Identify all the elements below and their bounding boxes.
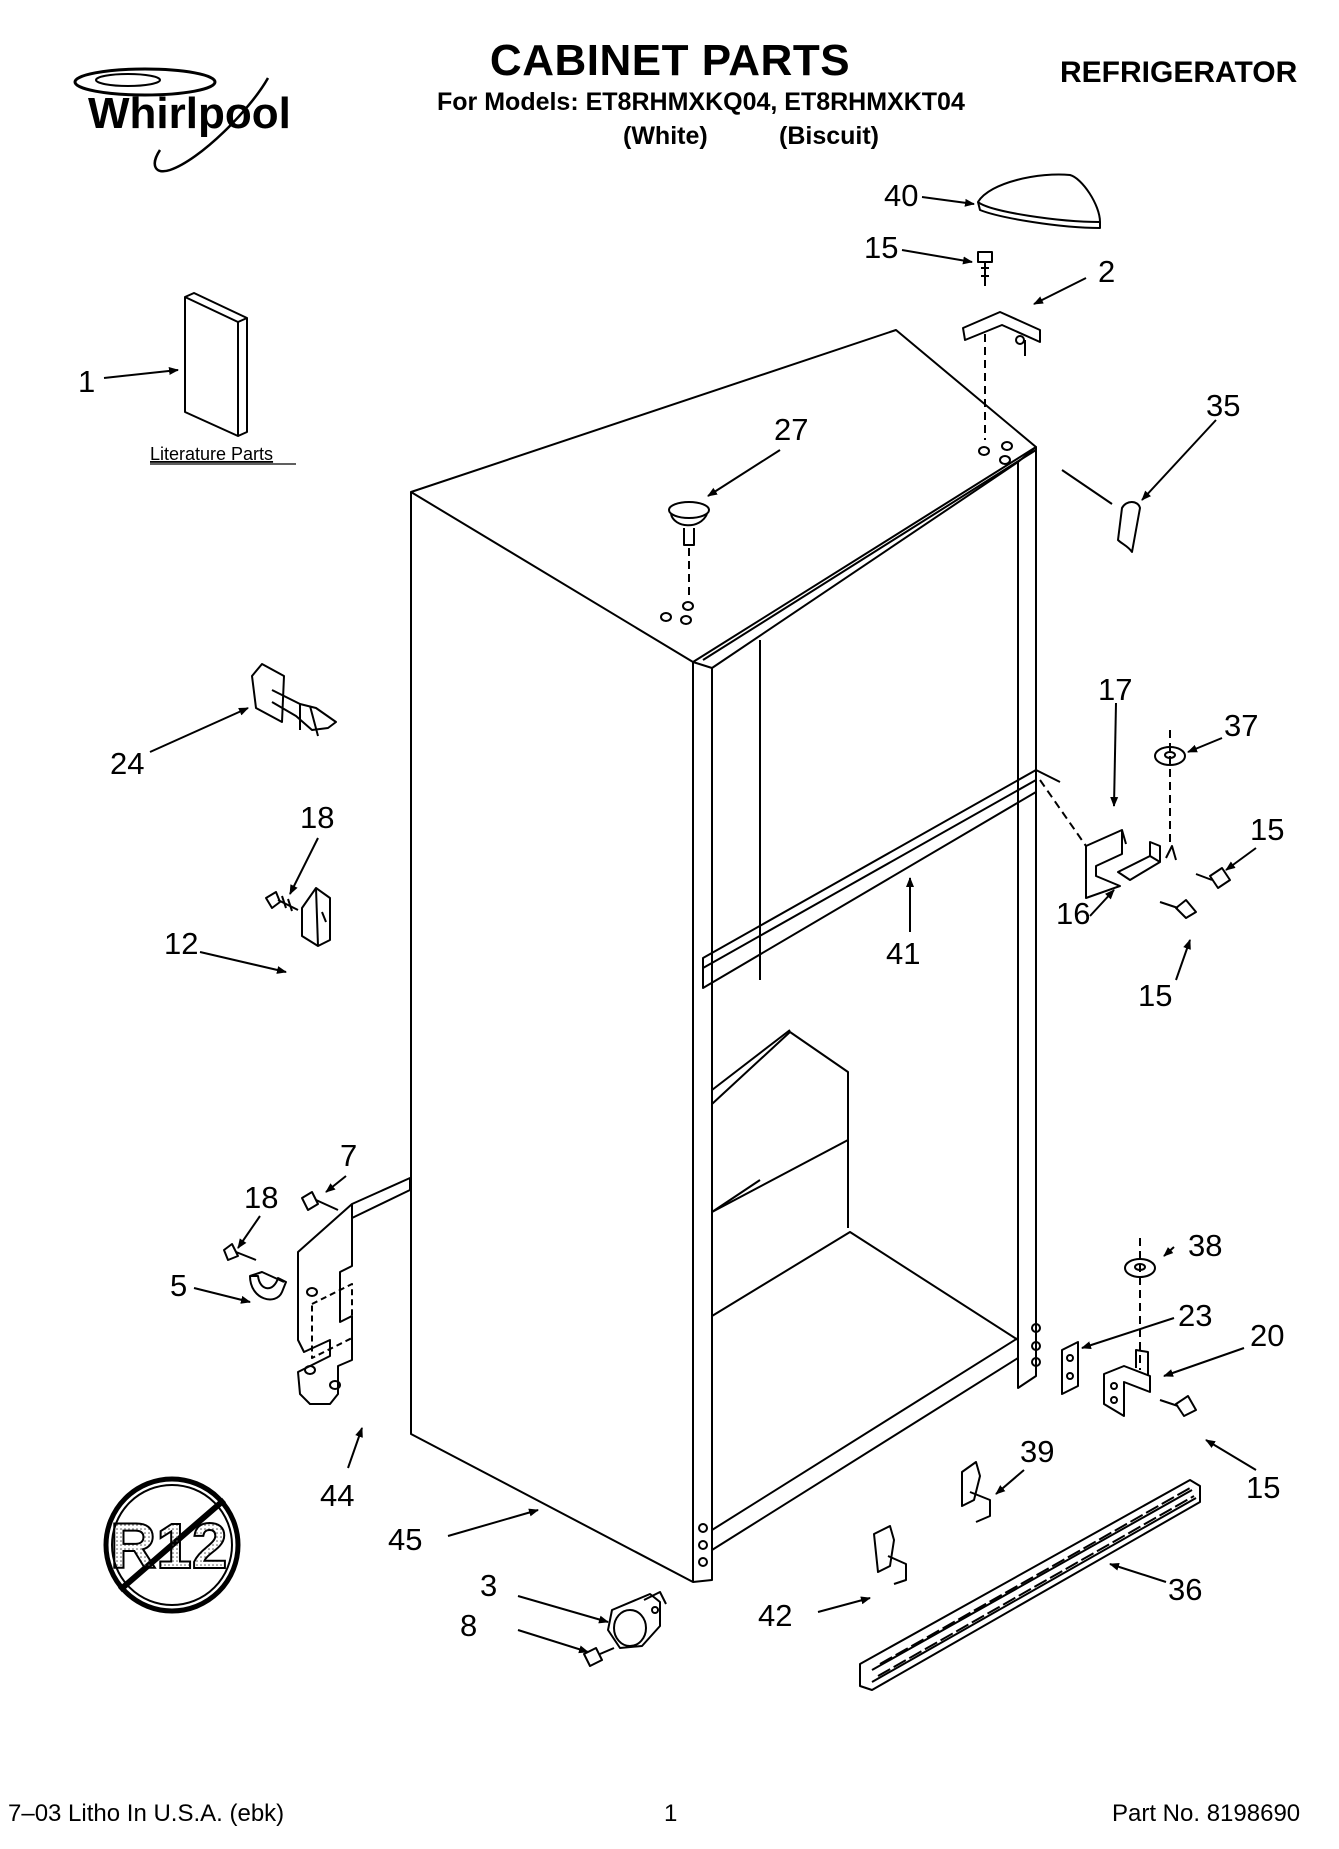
callout-2: 2	[1098, 254, 1115, 289]
roller-assembly	[607, 1591, 667, 1649]
callout-44: 44	[320, 1478, 354, 1513]
screw-7	[301, 1191, 339, 1211]
bracket-44	[297, 1177, 411, 1405]
screw-18-lower	[223, 1243, 257, 1261]
callout-12: 12	[164, 926, 198, 961]
top-hinge	[962, 311, 1041, 440]
callout-17: 17	[1098, 672, 1132, 707]
top-hinge-screw	[977, 251, 993, 286]
callout-15-top: 15	[864, 230, 898, 265]
callout-42: 42	[758, 1598, 792, 1633]
footer-litho: 7–03 Litho In U.S.A. (ebk)	[8, 1800, 285, 1827]
callout-16: 16	[1056, 896, 1090, 931]
callout-45: 45	[388, 1522, 422, 1557]
literature-book	[184, 292, 248, 437]
callout-36: 36	[1168, 1572, 1202, 1607]
bottom-hinge-20	[1103, 1349, 1151, 1417]
screw-18-upper	[265, 891, 299, 912]
top-hinge-cover	[977, 173, 1101, 229]
callout-38: 38	[1188, 1228, 1222, 1263]
page-title: CABINET PARTS	[489, 36, 851, 85]
callout-39: 39	[1020, 1434, 1054, 1469]
callout-40: 40	[884, 178, 918, 213]
cabinet-bottom-holes	[698, 1323, 1041, 1567]
clip-12	[301, 887, 331, 947]
callout-1: 1	[78, 364, 95, 399]
middle-hinge-16	[1117, 841, 1177, 881]
callout-27: 27	[774, 412, 808, 447]
bottom-hinge-screw	[1159, 1395, 1197, 1417]
clip-42	[873, 1525, 907, 1585]
r12-text: R12	[110, 1510, 227, 1582]
literature-parts-label: Literature Parts	[150, 444, 273, 464]
cabinet-top-holes	[660, 441, 1013, 625]
callout-18-lower: 18	[244, 1180, 278, 1215]
callout-15-middle-lower: 15	[1138, 978, 1172, 1013]
callout-5: 5	[170, 1268, 187, 1303]
callout-numbers: 40 15 2 1 27 35 17 37 24 15 18 16 41 12 …	[78, 178, 1284, 1643]
appliance-type: REFRIGERATOR	[1060, 56, 1298, 89]
plug-button	[668, 501, 710, 598]
screw-8	[583, 1647, 615, 1667]
callout-18-upper: 18	[300, 800, 334, 835]
middle-hinge-screw-right	[1195, 867, 1231, 889]
toe-grille	[859, 1479, 1201, 1691]
variant-biscuit: (Biscuit)	[779, 122, 879, 150]
model-numbers: For Models: ET8RHMXKQ04, ET8RHMXKT04	[437, 88, 965, 116]
callout-7: 7	[340, 1138, 357, 1173]
callout-3: 3	[480, 1568, 497, 1603]
callout-23: 23	[1178, 1298, 1212, 1333]
divider-rail	[702, 769, 1061, 989]
footer-page-number: 1	[664, 1800, 678, 1827]
washer-37	[1154, 730, 1186, 846]
callout-24: 24	[110, 746, 144, 781]
cabinet-shell	[410, 329, 1037, 1583]
leveling-part	[251, 663, 337, 737]
whirlpool-logo: Whirlpool	[73, 67, 291, 173]
shim-23	[1061, 1341, 1079, 1395]
no-r12-symbol	[103, 1476, 241, 1614]
callout-8: 8	[460, 1608, 477, 1643]
callout-35: 35	[1206, 388, 1240, 423]
callout-41: 41	[886, 936, 920, 971]
washer-38	[1124, 1238, 1156, 1370]
brand-wordmark: Whirlpool	[88, 89, 291, 138]
callout-20: 20	[1250, 1318, 1284, 1353]
callout-37: 37	[1224, 708, 1258, 743]
clip-5	[249, 1271, 287, 1301]
callout-15-bottom: 15	[1246, 1470, 1280, 1505]
hinge-cover	[1061, 469, 1141, 553]
footer-part-number: Part No. 8198690	[1112, 1800, 1301, 1827]
callout-15-middle-right: 15	[1250, 812, 1284, 847]
leader-lines	[103, 196, 1257, 1654]
middle-hinge-17	[1039, 779, 1127, 899]
variant-white: (White)	[623, 122, 708, 150]
middle-hinge-screw-lower	[1159, 899, 1197, 919]
clip-39	[961, 1461, 991, 1523]
